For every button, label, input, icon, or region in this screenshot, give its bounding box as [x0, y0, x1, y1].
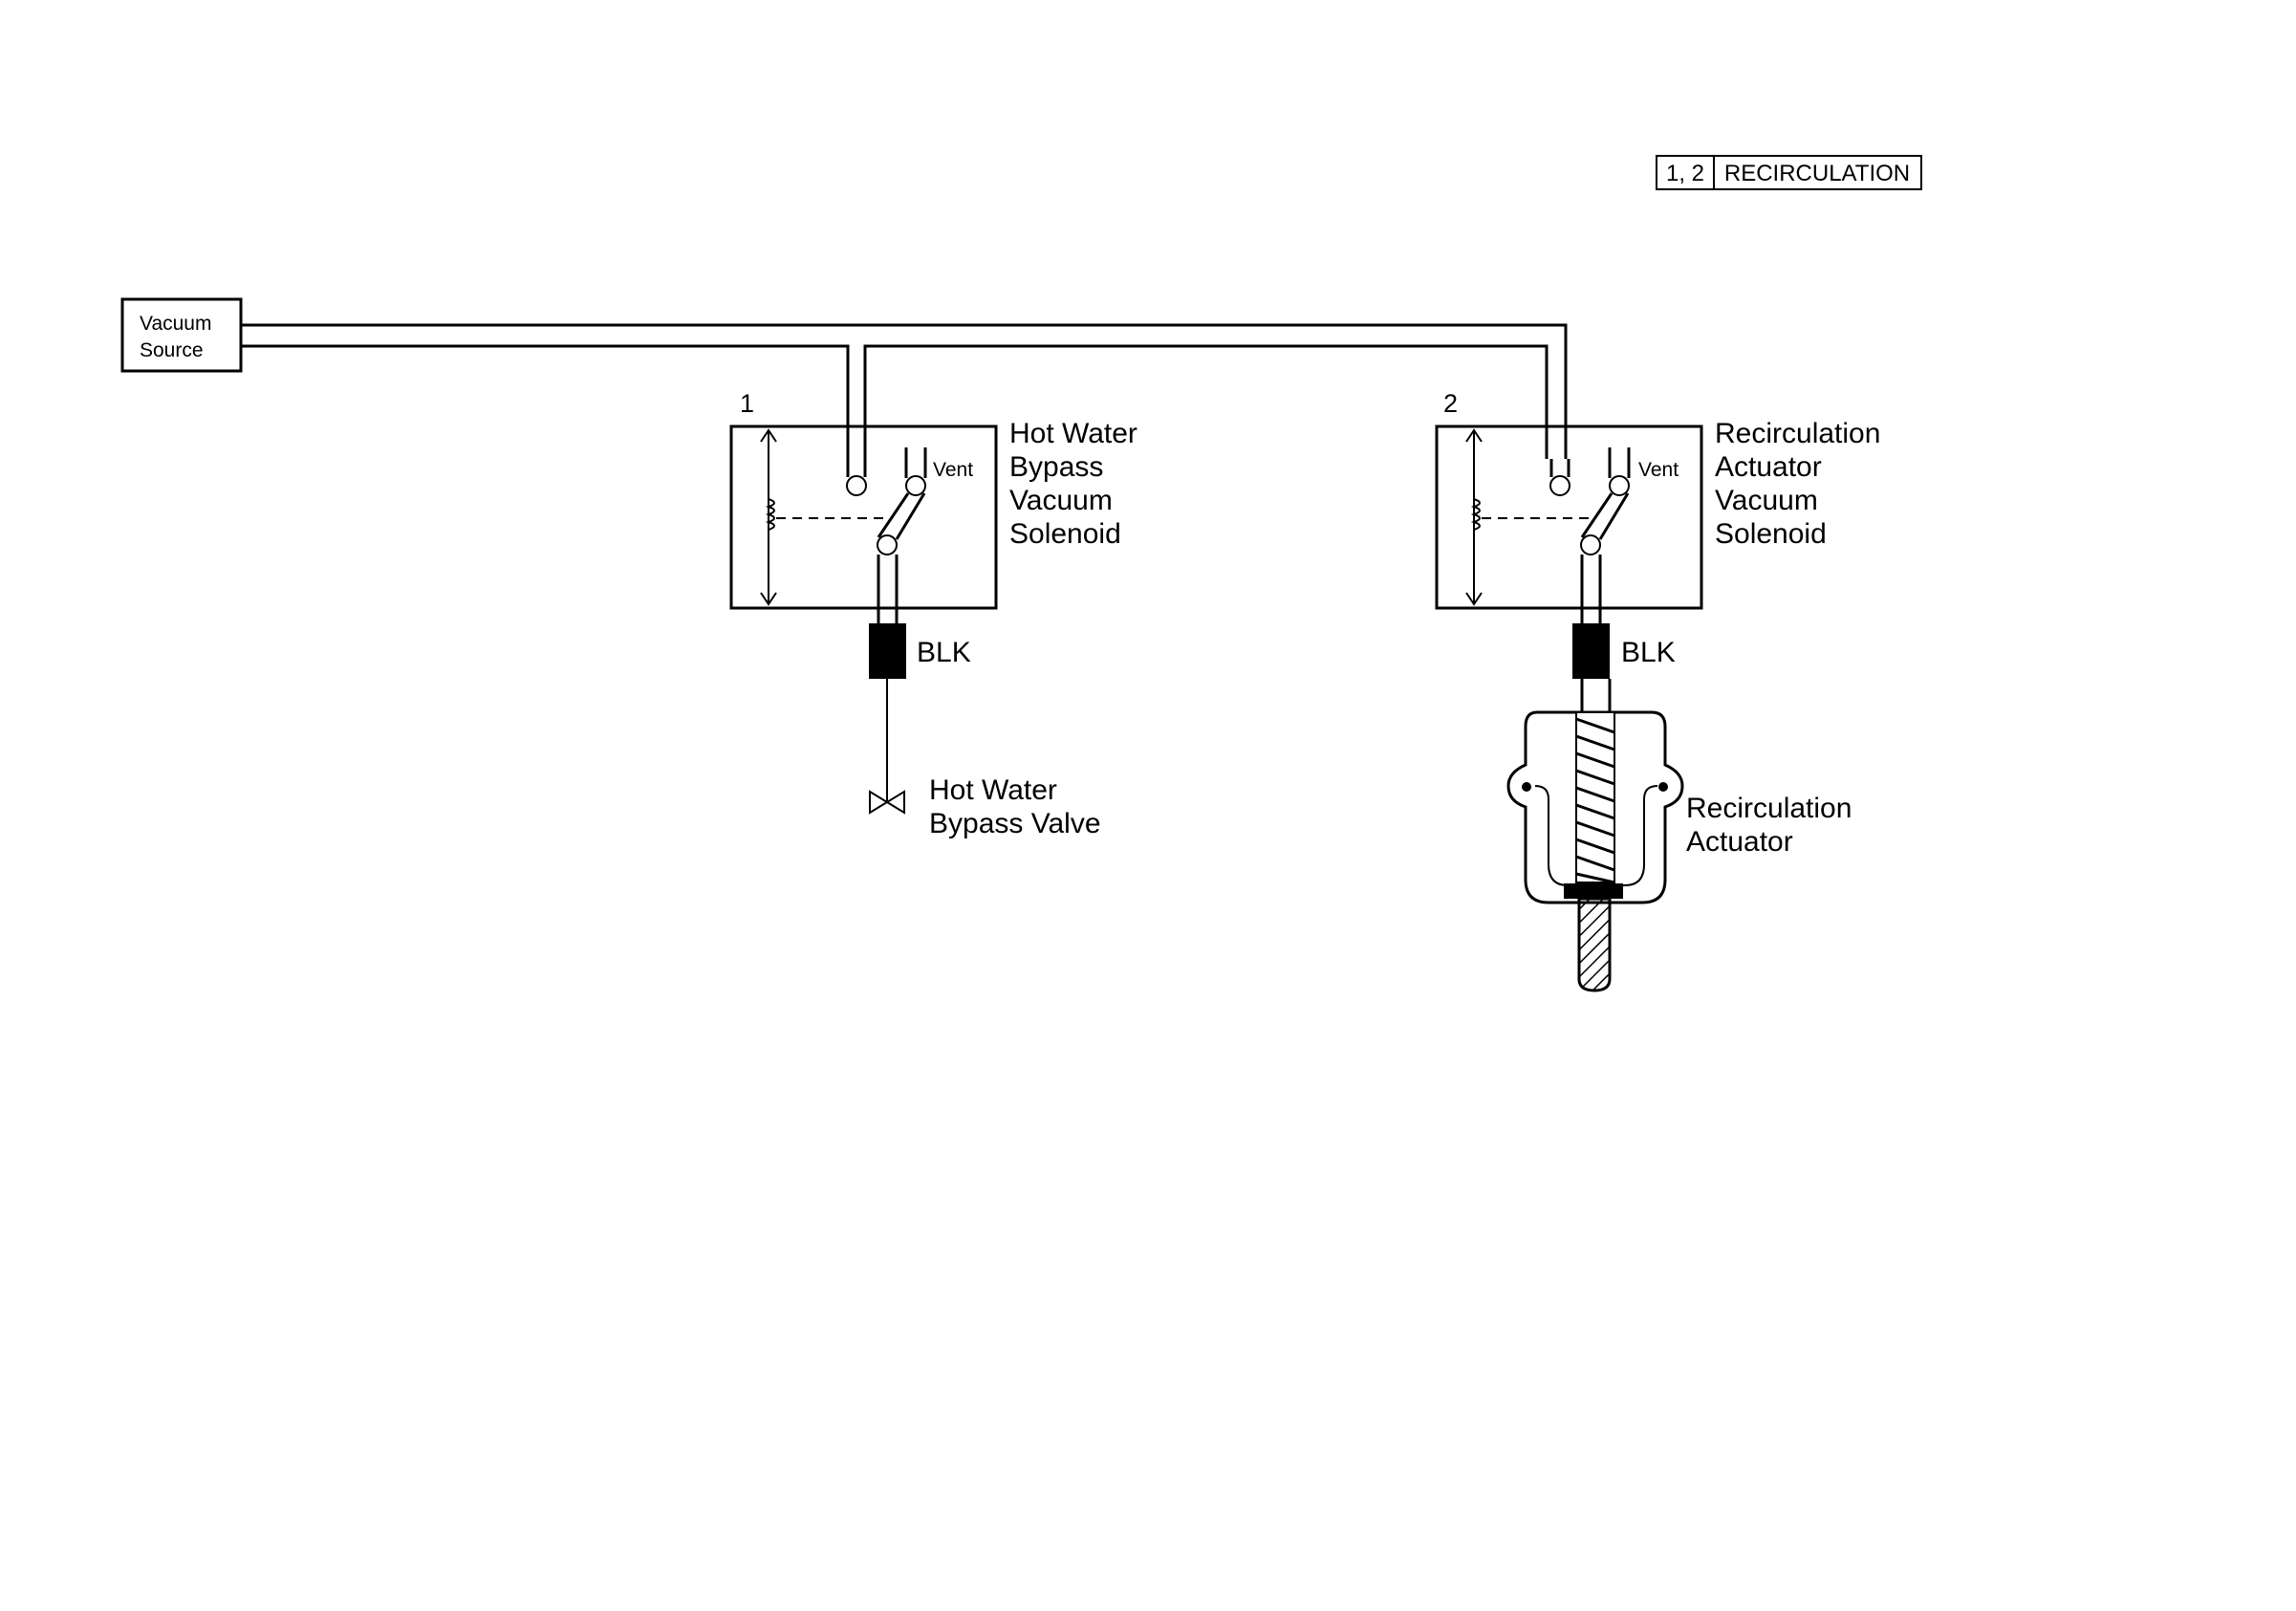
vacuum-source-line2: Source: [140, 339, 204, 361]
actuator-label-line1: Recirculation: [1686, 793, 1852, 824]
solenoid-2-number: 2: [1443, 389, 1458, 418]
vacuum-port-icon: [1549, 475, 1570, 496]
hot-water-bypass-valve: Hot Water Bypass Valve: [869, 679, 1101, 839]
legend-number: 1, 2: [1666, 161, 1704, 186]
solenoid-2: 2 Vent Recirculation Actuator Vacuum Sol…: [1435, 389, 1880, 679]
valve-icon: [869, 790, 905, 815]
vacuum-port-icon: [846, 475, 867, 496]
legend-box: 1, 2 RECIRCULATION: [1656, 155, 1922, 190]
solenoid-2-label-line2: Actuator: [1715, 451, 1822, 483]
vacuum-source-line1: Vacuum: [140, 313, 211, 335]
vacuum-hoses: [241, 323, 1568, 459]
spring-icon: [1575, 717, 1615, 884]
solenoid-2-vent-label: Vent: [1638, 459, 1679, 481]
solenoid-1-label-line1: Hot Water: [1009, 418, 1137, 449]
solenoid-1: 1 Vent Hot Water Bypass Vacuum Solenoid …: [729, 389, 1137, 679]
coil-icon: [1470, 498, 1481, 531]
output-port-icon: [877, 534, 898, 555]
connector-2: [1572, 623, 1610, 679]
valve-label-line1: Hot Water: [929, 774, 1057, 806]
solenoid-2-label-line4: Solenoid: [1715, 518, 1827, 550]
vent-port-icon: [905, 475, 926, 496]
vent-port-icon: [1609, 475, 1630, 496]
legend-title: RECIRCULATION: [1724, 161, 1910, 186]
solenoid-1-label-line4: Solenoid: [1009, 518, 1121, 550]
actuator-rod-icon: [1577, 897, 1612, 992]
vacuum-source: Vacuum Source: [120, 297, 243, 373]
solenoid-1-label-line2: Bypass: [1009, 451, 1103, 483]
connector-2-label: BLK: [1621, 637, 1676, 668]
connector-1: [869, 623, 906, 679]
solenoid-2-label-line1: Recirculation: [1715, 418, 1880, 449]
connector-1-label: BLK: [917, 637, 971, 668]
solenoid-1-label-line3: Vacuum: [1009, 485, 1113, 516]
output-port-icon: [1580, 534, 1601, 555]
recirculation-actuator: Recirculation Actuator: [1506, 679, 1852, 992]
solenoid-1-number: 1: [740, 389, 754, 418]
coil-icon: [765, 498, 775, 531]
actuator-label-line2: Actuator: [1686, 826, 1793, 858]
solenoid-1-vent-label: Vent: [933, 459, 973, 481]
solenoid-2-label-line3: Vacuum: [1715, 485, 1818, 516]
valve-label-line2: Bypass Valve: [929, 808, 1101, 839]
vacuum-actuator-icon: [1506, 710, 1684, 904]
